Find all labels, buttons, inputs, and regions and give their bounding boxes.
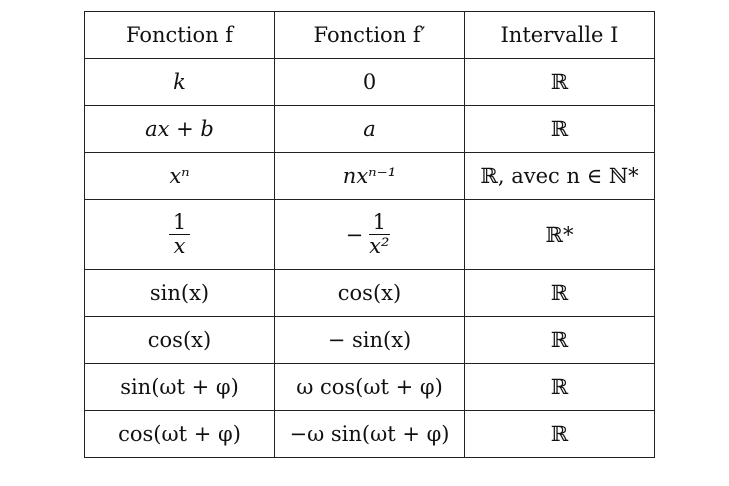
cell-interval: ℝ [464, 410, 655, 458]
cell-derivative: a [274, 105, 465, 153]
cell-derivative: − 1 x² [274, 199, 465, 270]
header-function: Fonction f [84, 11, 275, 59]
cell-derivative: 0 [274, 58, 465, 106]
fraction-numerator: 1 [168, 210, 191, 235]
table-row: sin(x) cos(x) ℝ [84, 269, 655, 317]
fraction: 1 x [168, 210, 191, 258]
cell-function: k [84, 58, 275, 106]
derivatives-table: Fonction f Fonction f′ Intervalle I k 0 … [84, 11, 655, 458]
cell-interval: ℝ* [464, 199, 655, 270]
minus-sign: − [345, 222, 364, 247]
cell-function: sin(x) [84, 269, 275, 317]
cell-function: ax + b [84, 105, 275, 153]
cell-function: cos(x) [84, 316, 275, 364]
fraction-denominator: x² [369, 234, 390, 258]
cell-function: sin(ωt + φ) [84, 363, 275, 411]
table-row: 1 x − 1 x² ℝ* [84, 199, 655, 270]
table-row: ax + b a ℝ [84, 105, 655, 153]
cell-interval: ℝ, avec n ∈ ℕ* [464, 152, 655, 200]
table-row: xⁿ nxⁿ⁻¹ ℝ, avec n ∈ ℕ* [84, 152, 655, 200]
cell-derivative: ω cos(ωt + φ) [274, 363, 465, 411]
header-row: Fonction f Fonction f′ Intervalle I [84, 11, 655, 59]
cell-interval: ℝ [464, 363, 655, 411]
cell-interval: ℝ [464, 269, 655, 317]
cell-function: 1 x [84, 199, 275, 270]
cell-derivative: − sin(x) [274, 316, 465, 364]
cell-derivative: −ω sin(ωt + φ) [274, 410, 465, 458]
cell-derivative: cos(x) [274, 269, 465, 317]
header-interval: Intervalle I [464, 11, 655, 59]
table-row: cos(ωt + φ) −ω sin(ωt + φ) ℝ [84, 410, 655, 458]
cell-interval: ℝ [464, 58, 655, 106]
table-row: sin(ωt + φ) ω cos(ωt + φ) ℝ [84, 363, 655, 411]
table-row: k 0 ℝ [84, 58, 655, 106]
fraction: 1 x² [365, 210, 393, 258]
fraction-denominator: x [173, 234, 186, 258]
table-row: cos(x) − sin(x) ℝ [84, 316, 655, 364]
cell-function: cos(ωt + φ) [84, 410, 275, 458]
cell-interval: ℝ [464, 105, 655, 153]
cell-derivative: nxⁿ⁻¹ [274, 152, 465, 200]
cell-interval: ℝ [464, 316, 655, 364]
cell-function: xⁿ [84, 152, 275, 200]
header-derivative: Fonction f′ [274, 11, 465, 59]
fraction-numerator: 1 [368, 210, 390, 235]
